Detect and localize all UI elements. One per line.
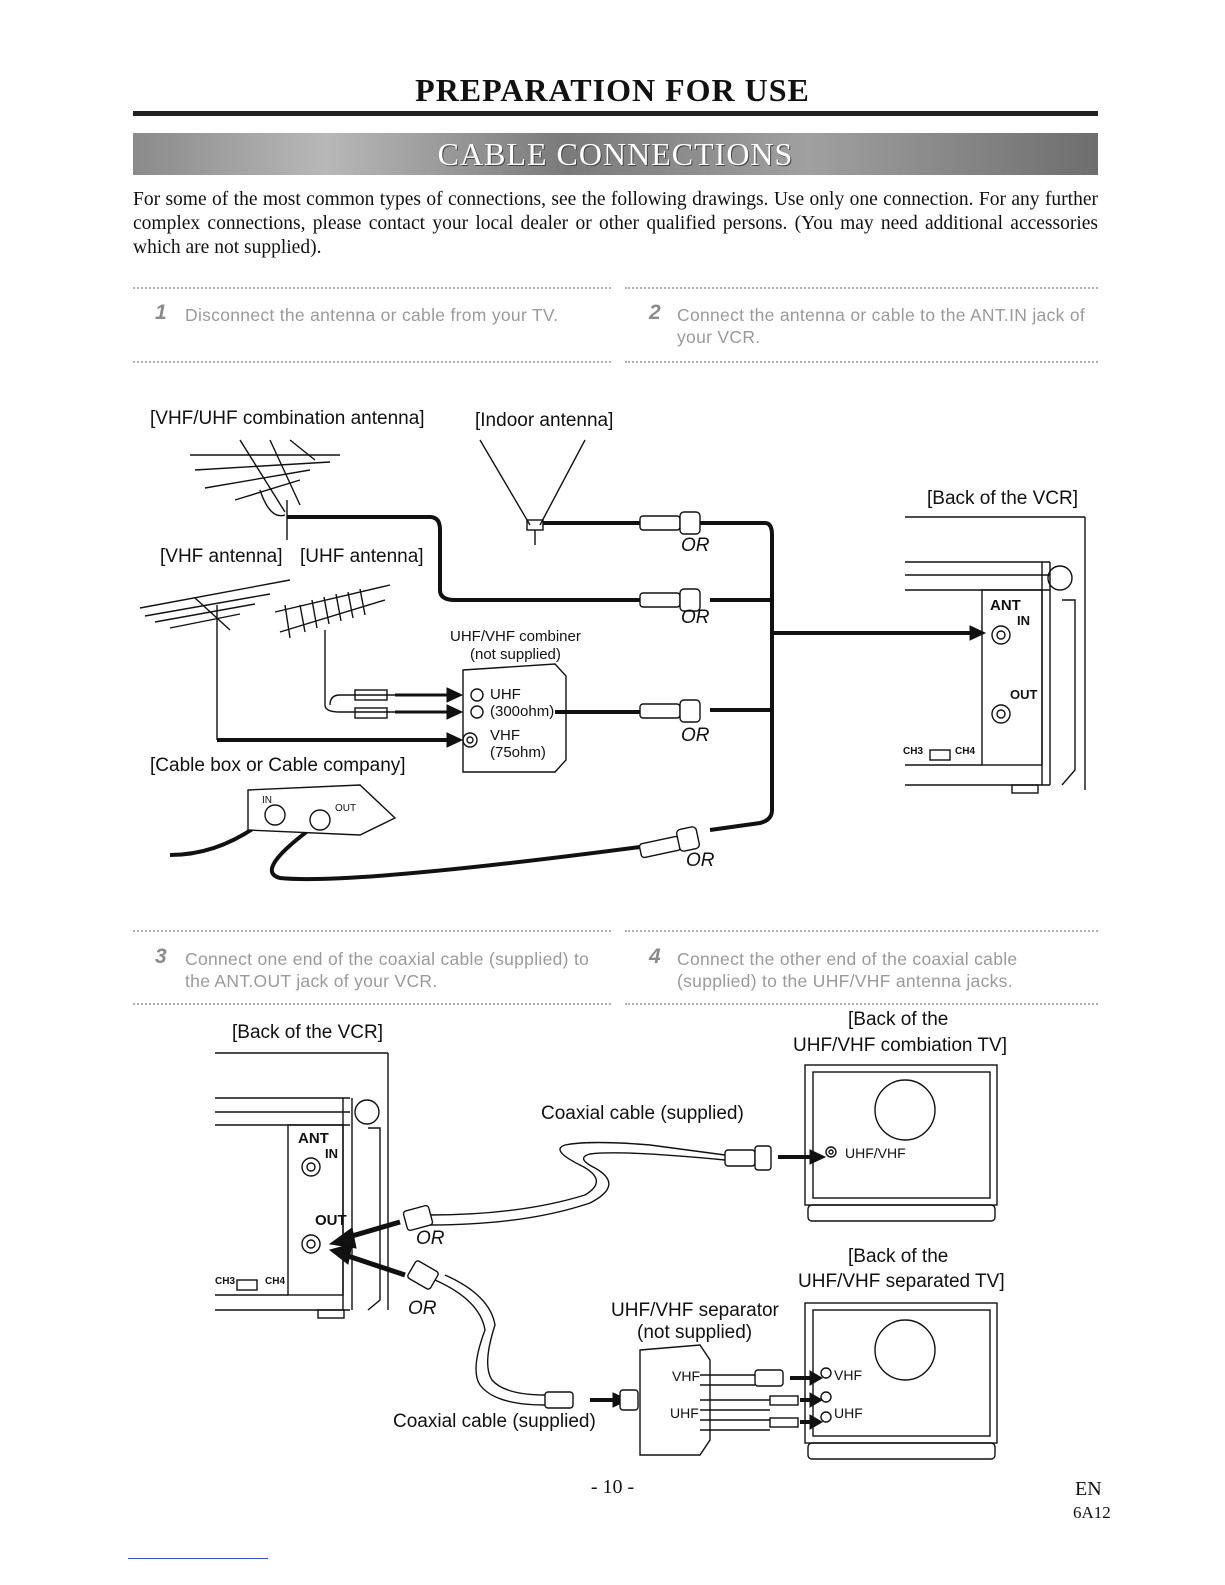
tv-uhf-jack-label: UHF [834,1405,863,1421]
separated-tv-label: [Back of the [848,1246,949,1267]
ant-out-label: OUT [1010,687,1038,702]
combiner-vhf-label: VHF [490,727,520,744]
intro-paragraph: For some of the most common types of con… [133,189,1098,258]
or-label: OR [681,725,710,746]
back-of-vcr-label: [Back of the VCR] [927,488,1079,509]
ch3-label: CH3 [215,1276,236,1287]
or-label: OR [681,535,710,556]
model-code: 6A12 [1073,1503,1111,1522]
back-of-vcr-label: [Back of the VCR] [232,1022,384,1043]
section-banner: CABLE CONNECTIONS [133,133,1098,175]
combiner-uhf-label: UHF [490,686,521,703]
step-divider [625,287,1098,289]
cable-box-out-label: OUT [335,803,357,814]
step-number: 1 [155,301,167,324]
or-label: OR [408,1298,437,1319]
step-text: Connect the other end of the coaxial cab… [677,949,1018,991]
step-divider [625,930,1098,932]
step-3: 3 Connect one end of the coaxial cable (… [155,946,610,992]
ch3-label: CH3 [903,746,924,757]
coax-cable-label: Coaxial cable (supplied) [541,1103,744,1124]
step-divider [625,361,1098,363]
step-4: 4 Connect the other end of the coaxial c… [649,946,1102,992]
separator-note: (not supplied) [637,1322,753,1343]
page-title: PREPARATION FOR USE [415,72,810,108]
separator-uhf-label: UHF [670,1405,699,1421]
cable-box-label: [Cable box or Cable company] [150,755,406,776]
uhf-antenna-label: [UHF antenna] [300,546,424,567]
combiner-note: (not supplied) [470,646,561,663]
step-number: 3 [155,945,167,968]
separator-vhf-label: VHF [672,1368,700,1384]
step-text: Connect one end of the coaxial cable (su… [185,949,590,991]
ant-in-label: IN [325,1146,338,1161]
combo-tv-label-2: UHF/VHF combiation TV] [793,1035,1007,1056]
ch4-label: CH4 [265,1276,286,1287]
step-text: Disconnect the antenna or cable from you… [185,305,559,325]
separator-label: UHF/VHF separator [611,1300,779,1321]
banner-title: CABLE CONNECTIONS [437,136,794,172]
footer-rule [128,1558,268,1559]
combiner-75ohm-label: (75ohm) [490,744,546,761]
ant-label: ANT [298,1130,329,1147]
tv-vhf-jack-label: VHF [834,1367,862,1383]
combiner-label: UHF/VHF combiner [450,628,581,645]
ant-label: ANT [990,597,1021,614]
ant-in-label: IN [1017,613,1030,628]
or-label: OR [681,607,710,628]
step-text: Connect the antenna or cable to the ANT.… [677,305,1086,347]
combo-antenna-label: [VHF/UHF combination antenna] [150,408,425,429]
page-number: - 10 - [590,1476,635,1498]
step-divider [133,1003,611,1005]
combo-tv-label: [Back of the [848,1009,949,1030]
step-number: 4 [649,945,661,968]
step-divider [133,361,611,363]
ant-out-label: OUT [315,1212,347,1229]
or-label: OR [686,850,715,871]
indoor-antenna-label: [Indoor antenna] [475,410,614,431]
or-label: OR [416,1228,445,1249]
title-rule [133,111,1098,116]
cable-box-in-label: IN [262,795,272,806]
vhf-antenna-label: [VHF antenna] [160,546,283,567]
step-divider [133,930,611,932]
coax-cable-label: Coaxial cable (supplied) [393,1411,596,1432]
language-code: EN [1075,1478,1102,1500]
step-number: 2 [649,301,661,324]
step-1: 1 Disconnect the antenna or cable from y… [155,302,615,326]
step-divider [625,1003,1098,1005]
step-2: 2 Connect the antenna or cable to the AN… [649,302,1102,348]
separated-tv-label-2: UHF/VHF separated TV] [798,1271,1005,1292]
step-divider [133,287,611,289]
ch4-label: CH4 [955,746,976,757]
combiner-300ohm-label: (300ohm) [490,703,555,720]
uhfvhf-jack-label: UHF/VHF [845,1145,906,1161]
